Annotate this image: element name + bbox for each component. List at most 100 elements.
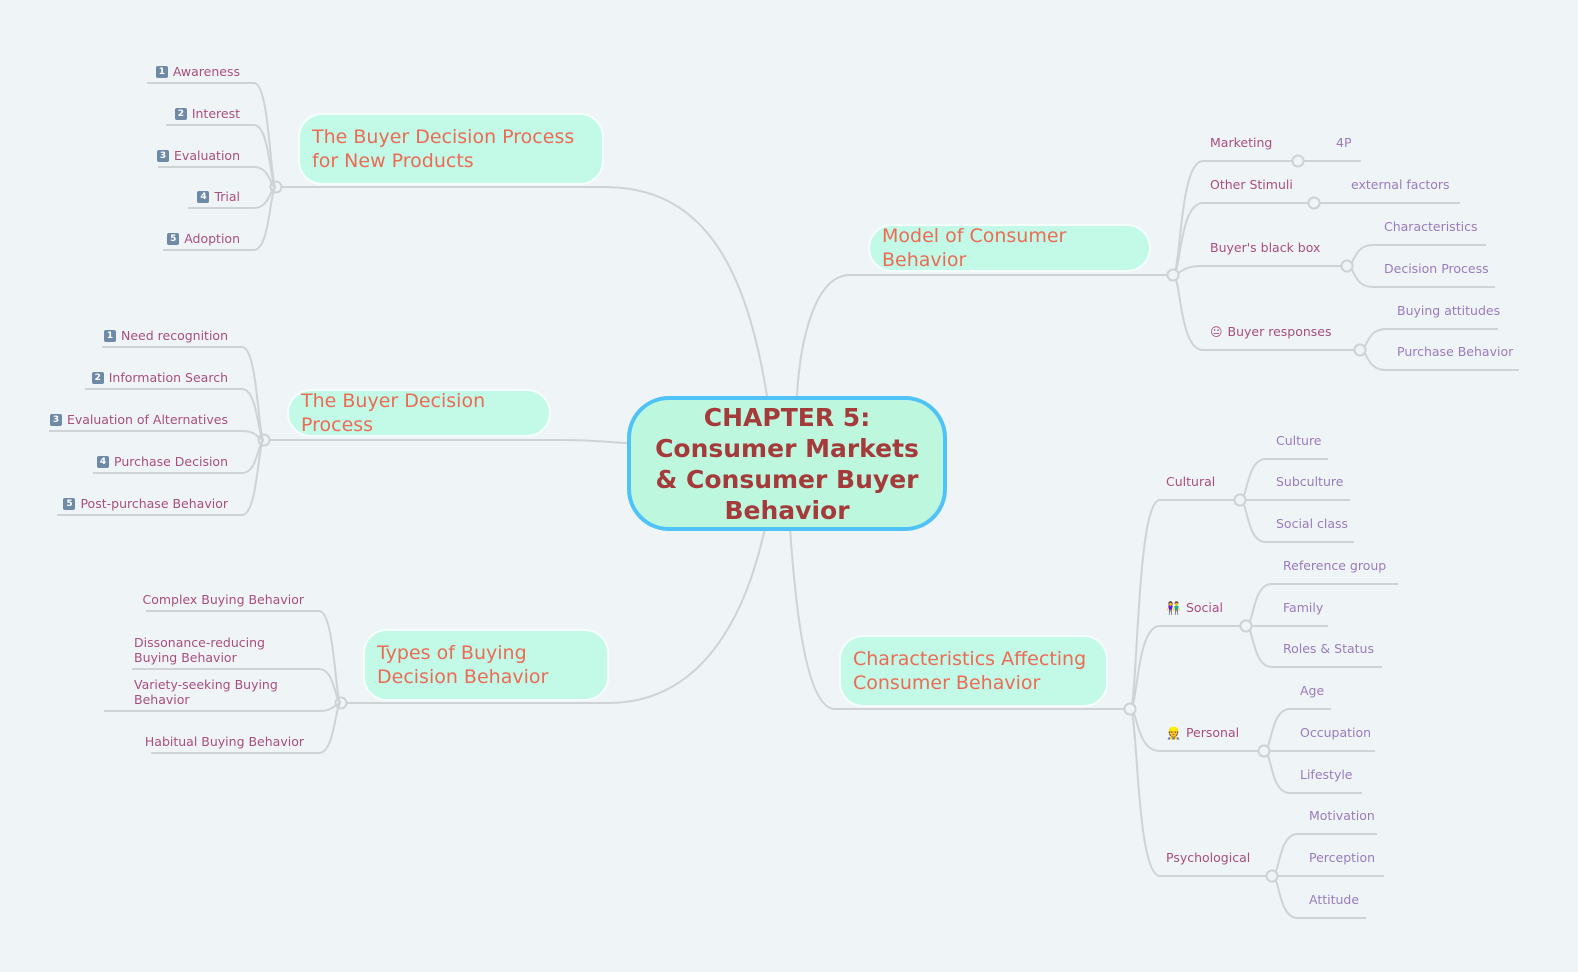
subtopic[interactable]: 😐Buyer responses — [1210, 324, 1332, 339]
list-item-label: Trial — [214, 189, 240, 204]
list-item-label: Information Search — [108, 370, 228, 385]
collapse-toggle[interactable] — [1239, 619, 1253, 633]
list-item[interactable]: Dissonance-reducing Buying Behavior — [134, 635, 304, 665]
subtopic[interactable]: Buyer's black box — [1210, 240, 1320, 255]
subtopic-label: Other Stimuli — [1210, 177, 1293, 192]
collapse-toggle[interactable] — [1353, 343, 1367, 357]
connector — [163, 186, 277, 251]
connector — [1129, 708, 1272, 877]
list-item[interactable]: 1 Need recognition — [104, 328, 228, 343]
list-item[interactable]: 4 Trial — [197, 189, 240, 204]
leaf-item[interactable]: Family — [1283, 600, 1324, 615]
person-icon: 👷 — [1166, 725, 1181, 740]
collapse-toggle[interactable] — [1123, 702, 1137, 716]
keycap-1-icon: 1 — [104, 329, 116, 342]
leaf-item[interactable]: Lifestyle — [1300, 767, 1353, 782]
central-topic-label: CHAPTER 5: Consumer Markets & Consumer B… — [655, 402, 919, 525]
leaf-item[interactable]: Subculture — [1276, 474, 1344, 489]
leaf-item[interactable]: Attitude — [1309, 892, 1360, 907]
list-item-label: Habitual Buying Behavior — [144, 734, 304, 749]
leaf-item[interactable]: Characteristics — [1384, 219, 1478, 234]
list-item[interactable]: 4 Purchase Decision — [97, 454, 228, 469]
collapse-toggle[interactable] — [1291, 154, 1305, 168]
list-item[interactable]: 2 Information Search — [91, 370, 228, 385]
keycap-5-icon: 5 — [63, 497, 76, 510]
central-topic[interactable]: CHAPTER 5: Consumer Markets & Consumer B… — [627, 396, 947, 531]
people-icon: 👫 — [1166, 600, 1181, 615]
collapse-toggle[interactable] — [1233, 493, 1247, 507]
connector — [85, 388, 265, 441]
topic-new-products[interactable]: The Buyer Decision Process for New Produ… — [298, 113, 604, 185]
keycap-4-icon: 4 — [197, 190, 210, 203]
connector — [151, 702, 342, 754]
topic-label: Characteristics Affecting Consumer Behav… — [853, 648, 1087, 694]
list-item-label: Need recognition — [121, 328, 228, 343]
connector — [1172, 202, 1314, 276]
keycap-2-icon: 2 — [91, 371, 104, 384]
topic-types[interactable]: Types of Buying Decision Behavior — [363, 629, 609, 701]
leaf-item[interactable]: Age — [1300, 683, 1325, 698]
leaf-item[interactable]: Decision Process — [1384, 261, 1489, 276]
leaf-item[interactable]: Perception — [1309, 850, 1376, 865]
connector — [1172, 265, 1347, 276]
topic-decision-process[interactable]: The Buyer Decision Process — [287, 389, 551, 437]
leaf-item[interactable]: 4P — [1336, 135, 1352, 150]
collapse-toggle[interactable] — [1265, 869, 1279, 883]
topic-label: Types of Buying Decision Behavior — [377, 642, 549, 688]
leaf-item[interactable]: external factors — [1351, 177, 1450, 192]
topic-model[interactable]: Model of Consumer Behavior — [868, 224, 1151, 272]
subtopic[interactable]: Cultural — [1166, 474, 1215, 489]
leaf-item[interactable]: Occupation — [1300, 725, 1372, 740]
subtopic[interactable]: 👫Social — [1166, 600, 1223, 615]
connector — [1129, 499, 1240, 710]
list-item[interactable]: Complex Buying Behavior — [142, 592, 304, 607]
collapse-toggle[interactable] — [1340, 259, 1354, 273]
connector — [166, 124, 277, 188]
subtopic-label: Marketing — [1210, 135, 1273, 150]
list-item-label: Variety-seeking Buying Behavior — [134, 677, 278, 707]
keycap-1-icon: 1 — [155, 65, 168, 78]
subtopic[interactable]: Other Stimuli — [1210, 177, 1293, 192]
main-connector — [341, 527, 766, 704]
list-item-label: Complex Buying Behavior — [142, 592, 304, 607]
keycap-3-icon: 3 — [157, 149, 170, 162]
keycap-5-icon: 5 — [167, 232, 180, 245]
connector — [49, 430, 265, 441]
leaf-item[interactable]: Motivation — [1309, 808, 1375, 823]
leaf-item[interactable]: Social class — [1276, 516, 1349, 531]
leaf-item[interactable]: Reference group — [1283, 558, 1387, 573]
subtopic[interactable]: Marketing — [1210, 135, 1272, 150]
leaf-item[interactable]: Roles & Status — [1283, 641, 1374, 656]
main-connector — [264, 439, 628, 444]
subtopic[interactable]: 👷 Personal — [1166, 725, 1239, 740]
topic-label: The Buyer Decision Process for New Produ… — [312, 126, 575, 172]
subtopic-label: Buyer's black box — [1210, 240, 1321, 255]
list-item[interactable]: Habitual Buying Behavior — [145, 734, 304, 749]
list-item[interactable]: 1 Awareness — [155, 64, 240, 79]
collapse-toggle[interactable] — [1307, 196, 1321, 210]
subtopic-label: Personal — [1185, 725, 1240, 740]
topic-label: Model of Consumer Behavior — [882, 225, 1067, 271]
collapse-toggle[interactable] — [1257, 744, 1271, 758]
leaf-item[interactable]: Purchase Behavior — [1397, 344, 1514, 359]
topic-characteristics[interactable]: Characteristics Affecting Consumer Behav… — [839, 635, 1108, 707]
connector — [57, 439, 265, 516]
keycap-4-icon: 4 — [97, 455, 110, 468]
connector — [146, 610, 342, 704]
list-item-label: Awareness — [172, 64, 240, 79]
list-item-label: Purchase Decision — [114, 454, 228, 469]
subtopic[interactable]: Psychological — [1166, 850, 1250, 865]
leaf-item[interactable]: Buying attitudes — [1397, 303, 1501, 318]
leaf-item[interactable]: Culture — [1276, 433, 1322, 448]
subtopic-label: Psychological — [1166, 850, 1251, 865]
keycap-2-icon: 2 — [174, 107, 187, 120]
list-item-label: Adoption — [184, 231, 240, 246]
collapse-toggle[interactable] — [1166, 268, 1180, 282]
list-item[interactable]: Variety-seeking Buying Behavior — [134, 677, 304, 707]
list-item[interactable]: 5 Adoption — [167, 231, 240, 246]
